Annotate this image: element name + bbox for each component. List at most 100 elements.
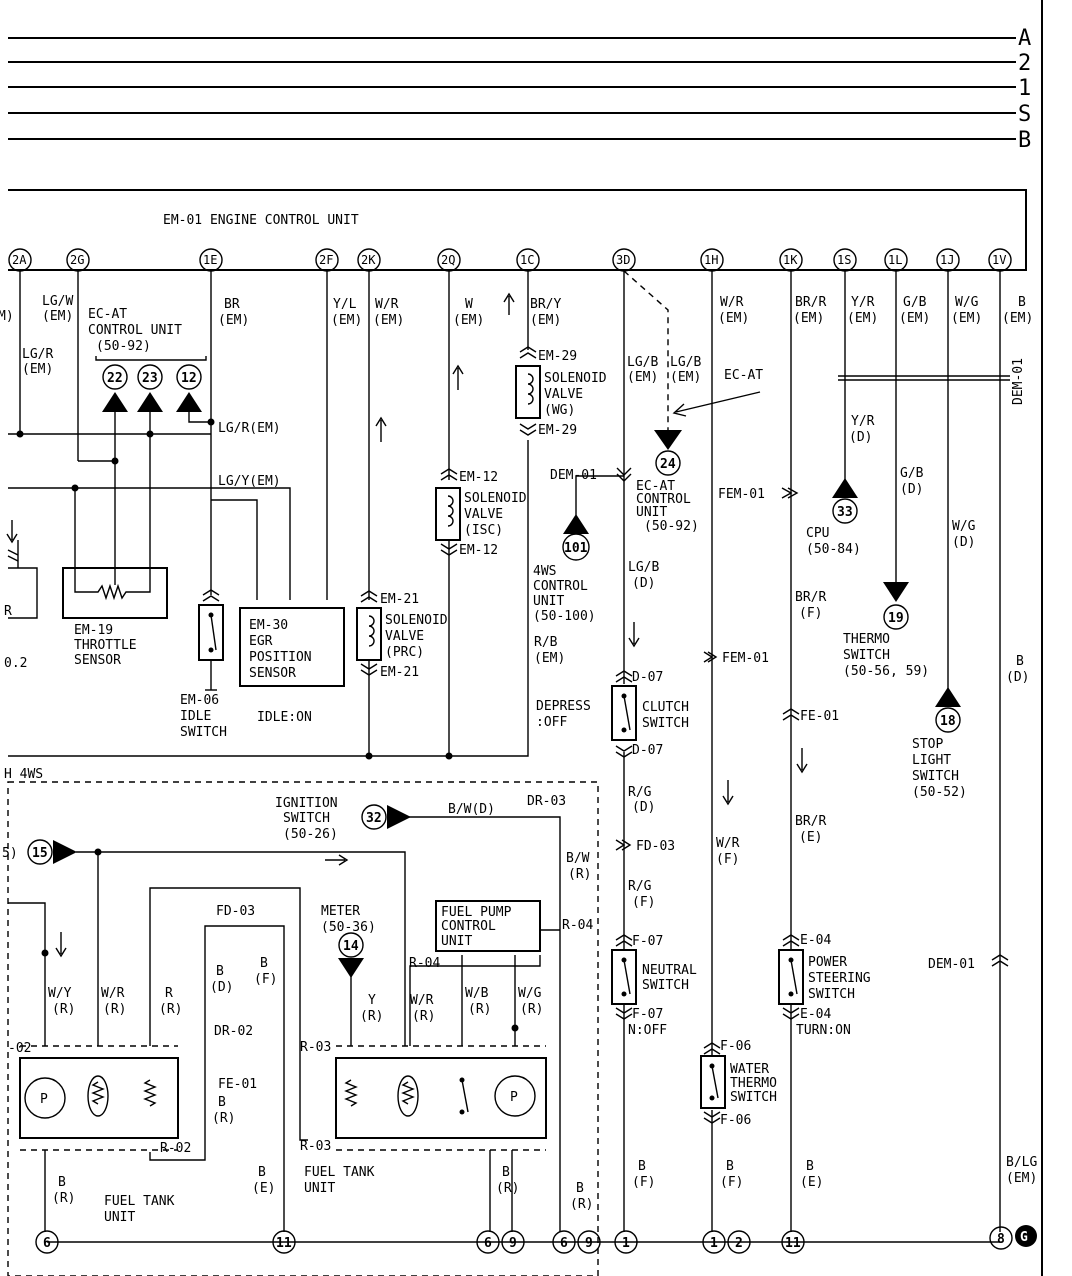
pump-symbol-right: P: [510, 1090, 518, 1105]
lbl-brr-f: BR/R: [795, 590, 826, 605]
svg-text:THERMO: THERMO: [730, 1076, 777, 1091]
svg-text:SENSOR: SENSOR: [74, 653, 121, 668]
svg-text:(50-26): (50-26): [283, 827, 338, 842]
svg-text:SWITCH: SWITCH: [843, 648, 890, 663]
ref-circle-101: 101: [562, 533, 590, 561]
conn-d07-top: D-07: [632, 670, 663, 685]
conn-fem01-top: FEM-01: [718, 487, 765, 502]
svg-text:CONTROL: CONTROL: [441, 919, 496, 934]
ref-circle-19: 19: [883, 604, 909, 630]
solenoid-valve-prc: SOLENOID VALVE (PRC): [356, 607, 448, 661]
lbl-b-r-fp: B: [502, 1165, 510, 1180]
svg-text:18: 18: [940, 714, 956, 729]
lbl-blg-em: (EM): [1006, 1171, 1037, 1186]
svg-text:POWER: POWER: [808, 955, 847, 970]
lbl-bw-r: B/W: [566, 851, 590, 866]
lbl-b-d-low: B: [216, 964, 224, 979]
svg-text:POSITION: POSITION: [249, 650, 312, 665]
fuel-pump-control-unit: FUEL PUMP CONTROL UNIT: [435, 900, 541, 952]
lbl-m-frag: M): [0, 309, 14, 324]
svg-text:THERMO: THERMO: [843, 632, 890, 647]
thermo-switch-ref: 19 THERMO SWITCH (50-56, 59): [843, 582, 929, 679]
lbl-lgr-em: (EM): [22, 362, 53, 377]
lbl-b-1v: B: [1018, 295, 1026, 310]
conn-e04-top: E-04: [800, 933, 831, 948]
depress-label: DEPRESS: [536, 699, 591, 714]
svg-text:UNIT: UNIT: [304, 1181, 335, 1196]
conn-d07-bot: D-07: [632, 743, 663, 758]
svg-text:5): 5): [2, 846, 18, 861]
svg-text:EM-06: EM-06: [180, 693, 219, 708]
svg-text:(50-52): (50-52): [912, 785, 967, 800]
svg-text:(50-92): (50-92): [96, 339, 151, 354]
lbl-yr-d: Y/R: [851, 414, 875, 429]
lbl-lgb-2: LG/B: [670, 355, 701, 370]
ecat-control-unit-ref-2: EC-AT 24 EC-AT CONTROL UNIT (50-92): [636, 368, 763, 534]
pump-symbol-left: P: [40, 1092, 48, 1107]
svg-text:1L: 1L: [888, 253, 902, 267]
lbl-wr-low: W/R: [101, 986, 125, 1001]
clutch-switch: CLUTCH SWITCH DEPRESS :OFF: [536, 685, 689, 741]
svg-text:EC-AT: EC-AT: [636, 479, 675, 494]
conn-f06-bot: F-06: [720, 1113, 751, 1128]
svg-text:(50-56, 59): (50-56, 59): [843, 664, 929, 679]
pin-2f: 2F: [315, 248, 339, 272]
lbl-b-r-fp2: (R): [496, 1181, 519, 1196]
conn-o2-left: -02: [8, 1041, 31, 1056]
lbl-lgb-1: LG/B: [627, 355, 658, 370]
ref-circle-15: 15: [27, 839, 53, 865]
ref-circle-14: 14: [338, 932, 364, 958]
lbl-wr-fp-r: (R): [412, 1009, 435, 1024]
pin-1v: 1V: [988, 248, 1012, 272]
conn-f07-bot: F-07: [632, 1007, 663, 1022]
svg-text:32: 32: [366, 811, 382, 826]
svg-text:R: R: [4, 604, 12, 619]
ref-circle-24: 24: [655, 450, 681, 476]
svg-text:(50-36): (50-36): [321, 920, 376, 935]
ref-15: 5) 15: [2, 839, 77, 865]
bus-lines: A 2 1 S B: [8, 0, 1043, 1276]
svg-text:CLUTCH: CLUTCH: [642, 700, 689, 715]
svg-text:2A: 2A: [12, 253, 27, 267]
lbl-b-f-3d2: (F): [632, 1175, 655, 1190]
lbl-yr-em: (EM): [847, 311, 878, 326]
svg-text:H 4WS: H 4WS: [4, 767, 43, 782]
lbl-wg: W/G: [955, 295, 979, 310]
idle-on-label: IDLE:ON: [257, 710, 312, 725]
svg-text:METER: METER: [321, 904, 360, 919]
svg-text:4WS: 4WS: [533, 564, 556, 579]
svg-text:FUEL PUMP: FUEL PUMP: [441, 905, 512, 920]
svg-text:14: 14: [343, 939, 359, 954]
lbl-gb-d2: (D): [900, 482, 923, 497]
svg-text:23: 23: [142, 371, 158, 386]
lbl-b-f-1h2: (F): [720, 1175, 743, 1190]
svg-text:SOLENOID: SOLENOID: [385, 613, 448, 628]
lbl-br: BR: [224, 297, 240, 312]
conn-fe01-low: FE-01: [218, 1077, 257, 1092]
fuel-tank-unit-right: P FUEL TANK UNIT: [304, 1045, 547, 1196]
conn-r03-top: R-03: [300, 1040, 331, 1055]
pin-1h: 1H: [700, 248, 724, 272]
lbl-wr-low-r: (R): [103, 1002, 126, 1017]
svg-text:CONTROL: CONTROL: [533, 579, 588, 594]
ground-point-1b: 1: [702, 1230, 726, 1254]
pin-1j: 1J: [936, 248, 960, 272]
lbl-brr-e: BR/R: [795, 814, 826, 829]
svg-text:FUEL TANK: FUEL TANK: [304, 1165, 375, 1180]
lbl-w: W: [465, 297, 473, 312]
depress-off-label: :OFF: [536, 715, 567, 730]
ground-point-8: 8: [989, 1226, 1013, 1250]
svg-text:UNIT: UNIT: [104, 1210, 135, 1225]
ground-mark-icon: G: [1015, 1225, 1037, 1247]
bus-label-b: B: [1018, 128, 1031, 153]
conn-r02: R-02: [160, 1141, 191, 1156]
pin-1c: 1C: [516, 248, 540, 272]
conn-em29-bot: EM-29: [538, 423, 577, 438]
svg-text:SWITCH: SWITCH: [642, 978, 689, 993]
svg-text:33: 33: [837, 505, 853, 520]
cpu-ref: 33 CPU (50-84): [806, 478, 861, 557]
flow-arrows: [6, 292, 808, 958]
svg-text:22: 22: [107, 371, 123, 386]
svg-text:G: G: [1020, 1230, 1028, 1245]
lbl-b-r-gnd2: (R): [52, 1191, 75, 1206]
